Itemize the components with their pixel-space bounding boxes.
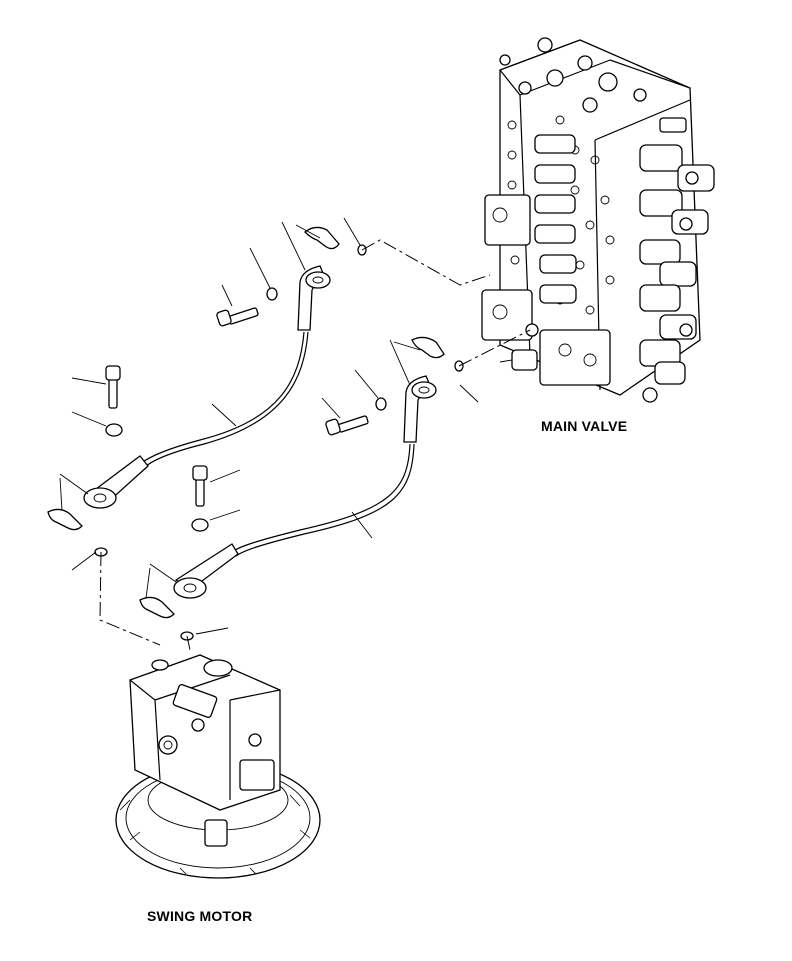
lower-hose-assembly [231, 336, 464, 557]
valve-center-spools [534, 134, 577, 304]
main-valve-assembly [481, 37, 715, 403]
valve-spools [639, 144, 715, 403]
swing-motor-fittings [47, 365, 239, 641]
split-flange-motor-a [47, 508, 83, 531]
swing-motor-assembly [115, 654, 321, 879]
split-flange-motor-b [139, 596, 175, 619]
valve-left-blocks [481, 194, 611, 386]
washer-upper [266, 287, 278, 301]
main-valve-label: MAIN VALVE [541, 418, 628, 434]
split-flange-upper-b [411, 336, 445, 359]
split-flange-upper-a [304, 226, 340, 250]
washer-lower [375, 397, 387, 411]
bolt-upper [216, 307, 259, 327]
swing-motor-label: SWING MOTOR [147, 908, 253, 924]
callout-leader-lines [59, 217, 479, 635]
assembly-centerlines [99, 239, 531, 651]
bolt-lower [325, 415, 369, 436]
